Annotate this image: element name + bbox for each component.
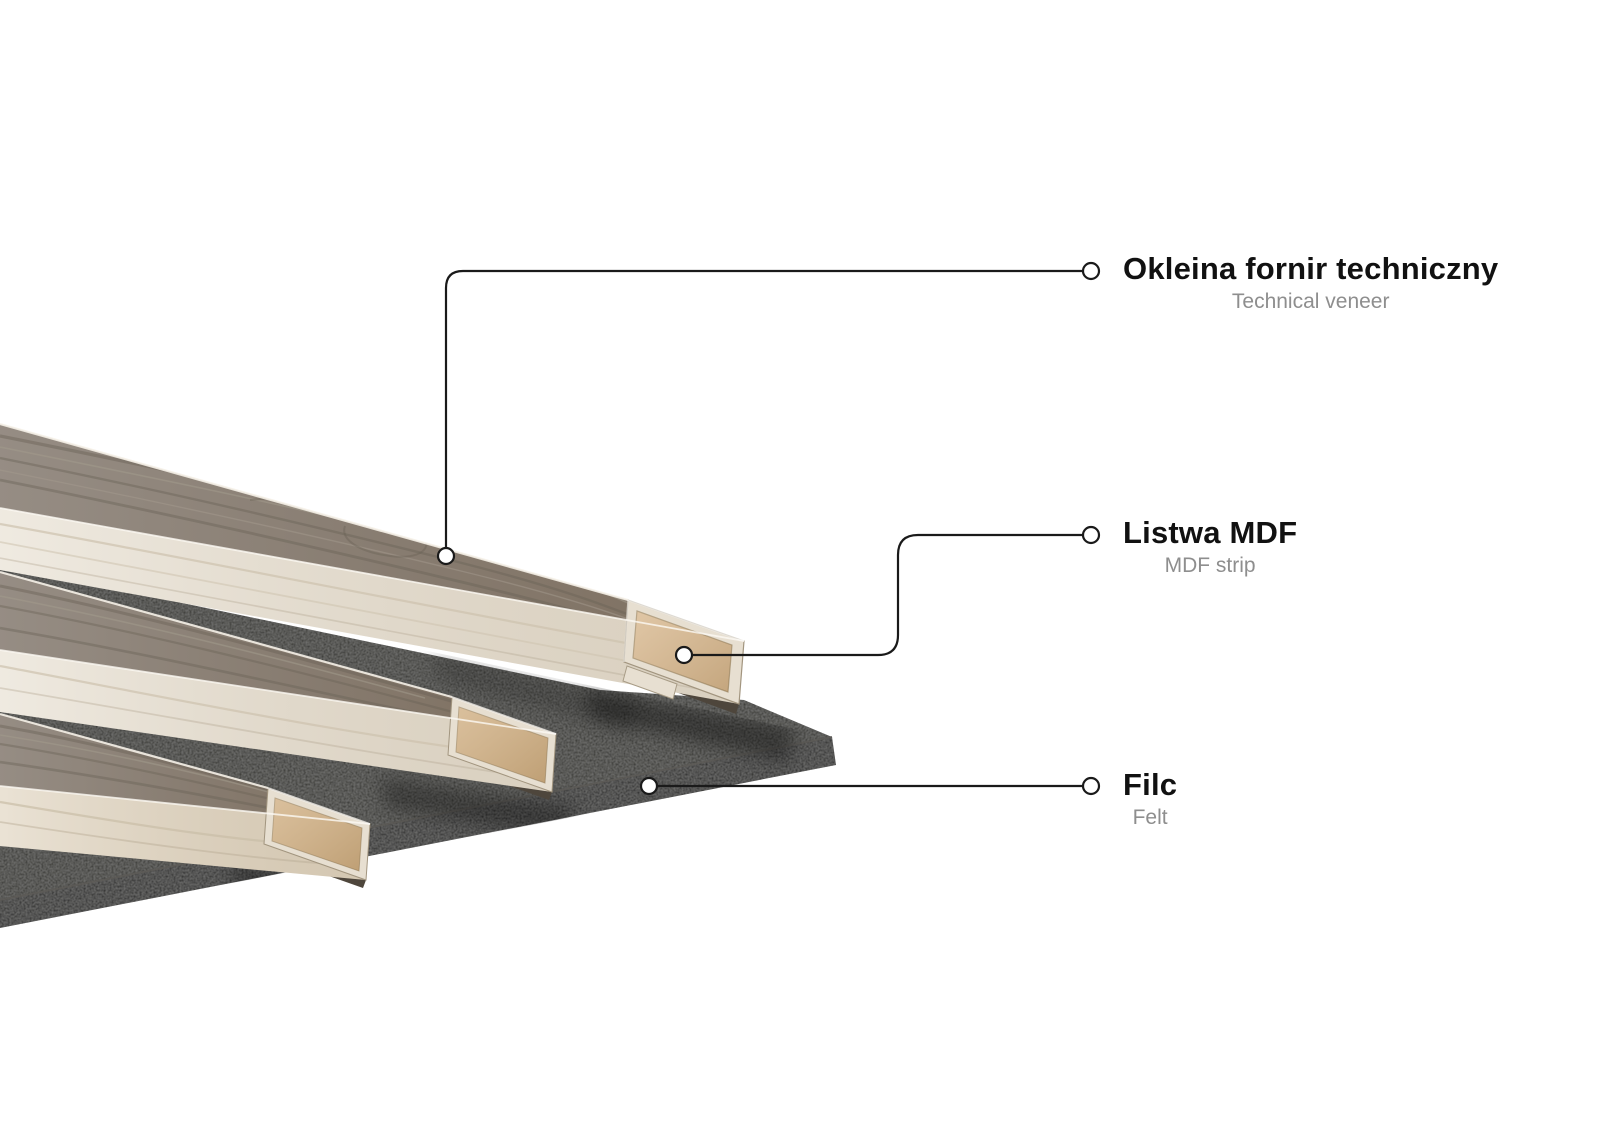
slat-2-end-mdf-shade bbox=[456, 707, 548, 783]
callout-felt-subtitle: Felt bbox=[1132, 806, 1168, 829]
slat-1-near-edge-highlight bbox=[0, 507, 745, 642]
grain-stroke bbox=[0, 557, 737, 697]
callout-mdf-title: Listwa MDF bbox=[1123, 515, 1298, 550]
leader-line-mdf bbox=[692, 533, 1083, 657]
leader-lines bbox=[444, 269, 1083, 788]
callout-veneer-title: Okleina fornir techniczny bbox=[1123, 251, 1499, 286]
slat-1 bbox=[0, 422, 745, 714]
slat-3-front-shade bbox=[0, 786, 370, 880]
slat-1-top-shade bbox=[0, 424, 744, 641]
slat-3-end-top-highlight bbox=[267, 787, 371, 825]
marker-veneer-point bbox=[436, 546, 456, 566]
leader-markers bbox=[436, 261, 1101, 796]
slat-1-front-grain bbox=[0, 522, 741, 697]
callout-veneer: Okleina fornir techniczny Technical vene… bbox=[1123, 252, 1498, 314]
leader-line-veneer bbox=[444, 269, 1083, 548]
marker-veneer-label bbox=[1081, 261, 1101, 281]
slat-1-end-left-highlight bbox=[623, 599, 629, 663]
marker-mdf-point bbox=[674, 645, 694, 665]
slat-2-near-edge-highlight bbox=[0, 649, 557, 735]
slat-3-near-edge-highlight bbox=[0, 785, 371, 825]
shadow-under-slat-2 bbox=[380, 778, 575, 838]
slat-1-front-shade bbox=[0, 508, 744, 704]
grain-stroke bbox=[0, 687, 551, 781]
slat-2-front-shade bbox=[0, 650, 556, 792]
grain-stroke bbox=[0, 604, 555, 734]
callout-felt-title: Filc bbox=[1123, 767, 1178, 802]
slat-2-top-shade bbox=[0, 572, 556, 734]
callout-veneer-subtitle: Technical veneer bbox=[1231, 290, 1390, 313]
slat-3-far-edge-highlight bbox=[0, 712, 269, 790]
grain-stroke bbox=[0, 595, 426, 699]
marker-felt-point bbox=[639, 776, 659, 796]
shadow-between-slats bbox=[430, 650, 640, 732]
marker-mdf-label bbox=[1081, 525, 1101, 545]
callout-mdf: Listwa MDF MDF strip bbox=[1123, 516, 1297, 578]
grain-stroke bbox=[0, 734, 306, 803]
slat-1-veneer-tab bbox=[622, 665, 678, 700]
slat-3 bbox=[0, 712, 371, 888]
slat-2-far-edge-highlight bbox=[0, 570, 453, 699]
grain-stroke bbox=[0, 626, 556, 734]
callout-felt: Filc Felt bbox=[1123, 768, 1177, 830]
slat-1-end-top-highlight bbox=[627, 599, 745, 642]
grain-stroke bbox=[0, 522, 741, 666]
slat-2 bbox=[0, 570, 557, 800]
callout-mdf-subtitle: MDF strip bbox=[1164, 554, 1256, 577]
grain-stroke bbox=[0, 541, 739, 683]
slat-2-end-top-highlight bbox=[451, 696, 557, 735]
felt-edge-highlight bbox=[0, 736, 833, 901]
felt-front-face bbox=[0, 737, 836, 928]
slat-1-far-edge-highlight bbox=[0, 422, 629, 602]
marker-felt-label bbox=[1081, 776, 1101, 796]
